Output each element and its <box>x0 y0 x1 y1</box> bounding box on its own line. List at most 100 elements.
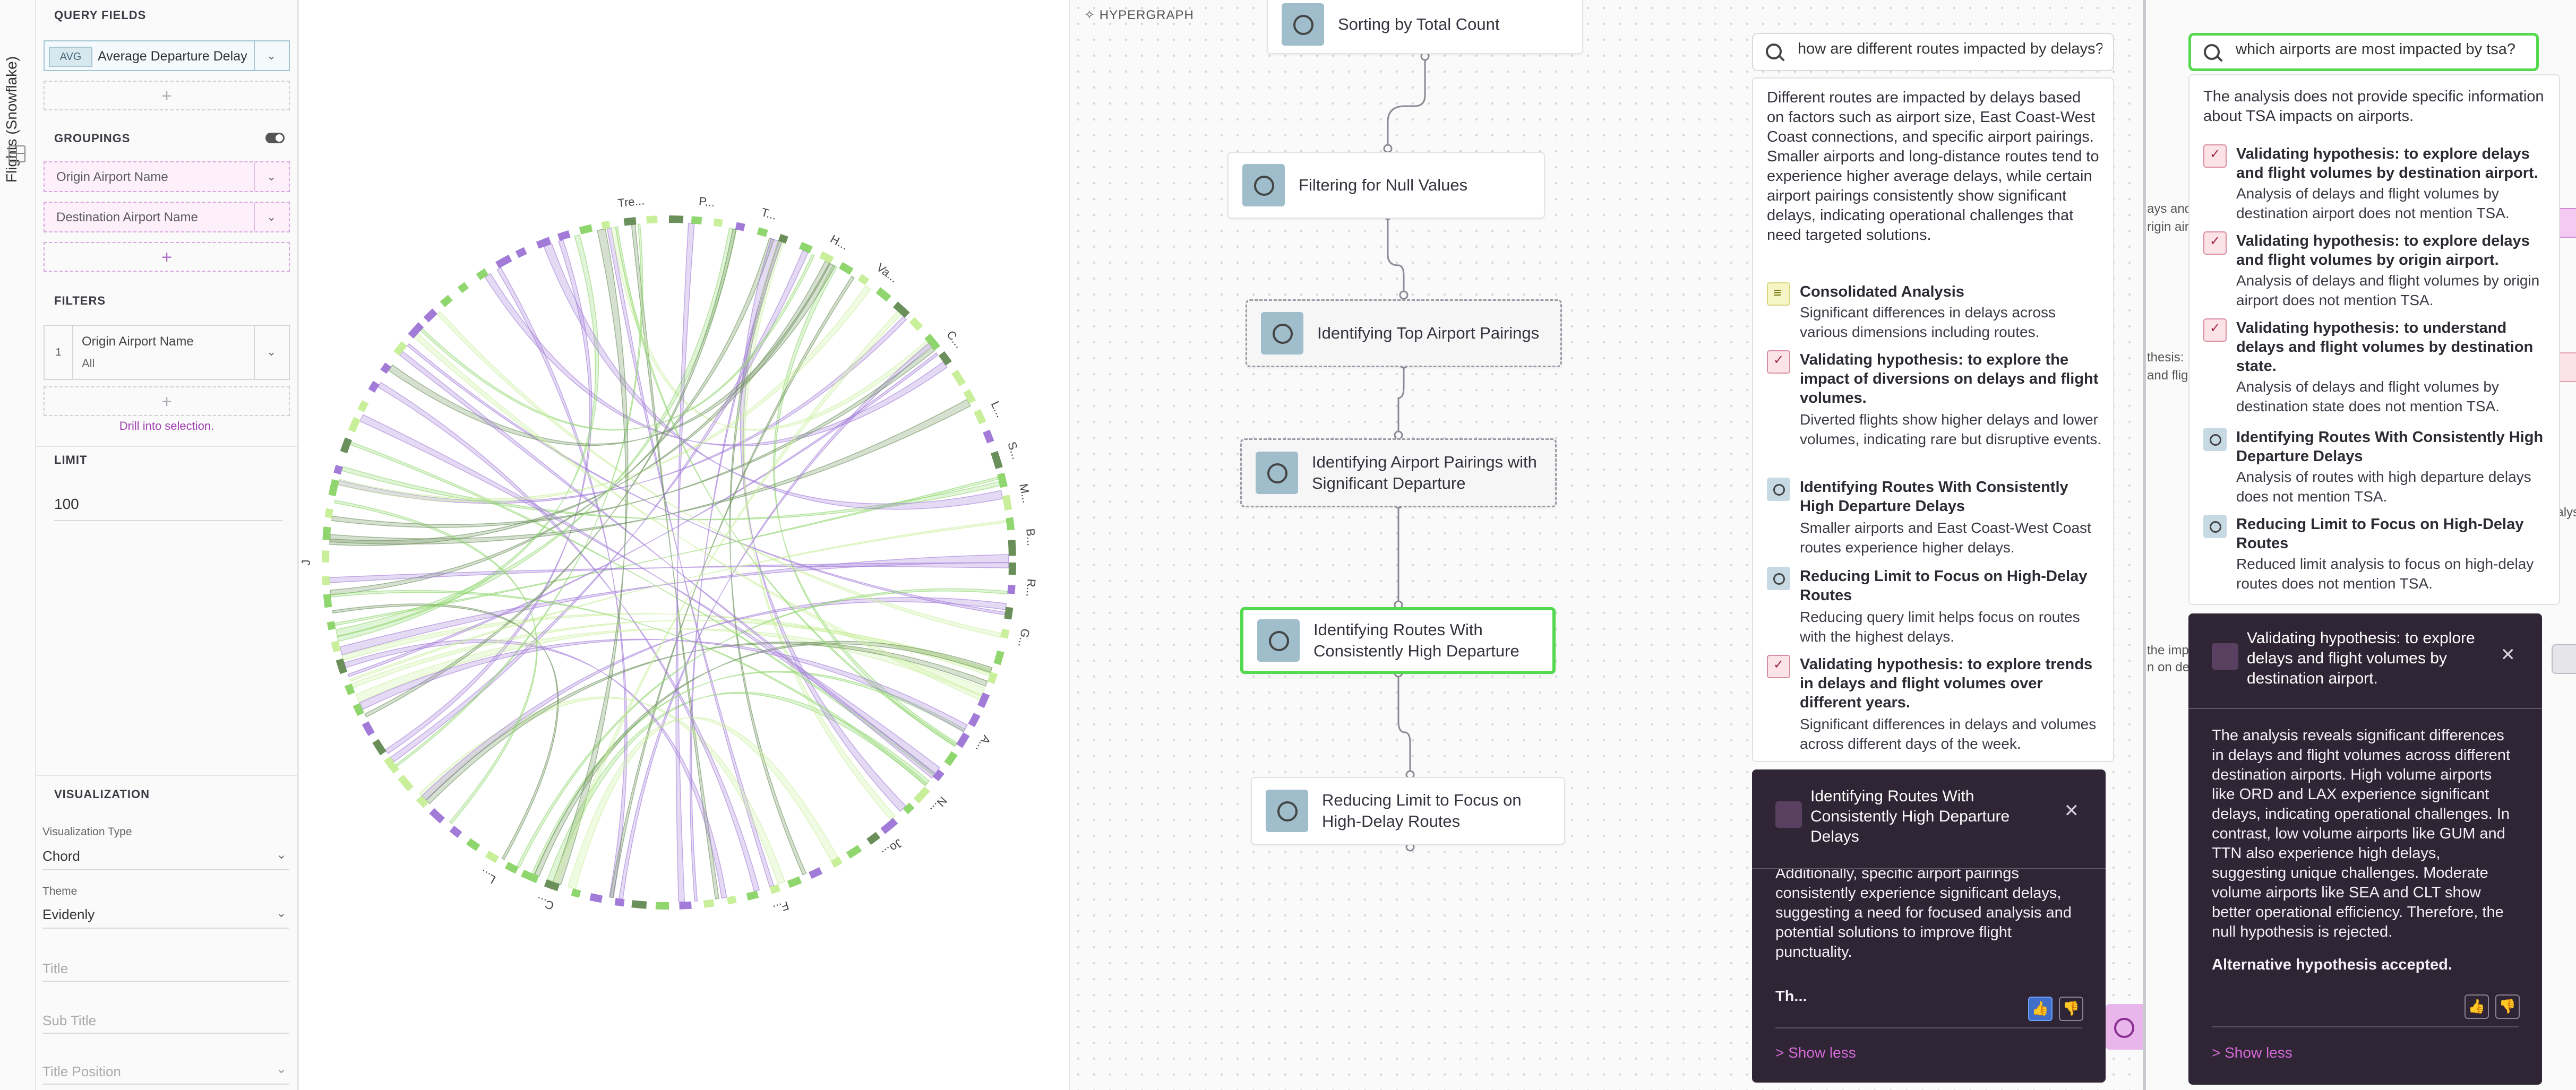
chord-arc[interactable] <box>322 526 331 541</box>
chord-ribbon[interactable] <box>689 240 783 902</box>
chord-arc[interactable] <box>398 774 414 792</box>
visualization-type-select[interactable]: Chord ⌄ <box>42 844 289 870</box>
thumbs-down-icon[interactable]: 👎 <box>2495 994 2520 1019</box>
query-field-chip[interactable]: AVG Average Departure Delay ⌄ <box>44 40 290 71</box>
chord-arc[interactable] <box>691 216 702 224</box>
chord-arc[interactable] <box>787 876 802 888</box>
chord-arc[interactable] <box>746 890 759 901</box>
chord-arc[interactable] <box>968 713 981 728</box>
chord-arc[interactable] <box>348 417 361 433</box>
chord-arc[interactable] <box>440 295 453 307</box>
chord-ribbon[interactable] <box>531 671 966 875</box>
grouping-chip-origin[interactable]: Origin Airport Name ⌄ <box>44 161 290 192</box>
chord-arc[interactable] <box>429 808 445 824</box>
chord-arc[interactable] <box>977 692 990 708</box>
tsa-query-text[interactable]: which airports are most impacted by tsa? <box>2236 41 2516 58</box>
chord-arc[interactable] <box>1006 517 1015 531</box>
chord-arc[interactable] <box>846 845 862 859</box>
chord-arc[interactable] <box>372 739 387 756</box>
chord-ribbon[interactable] <box>615 226 957 747</box>
chord-arc[interactable] <box>476 268 488 280</box>
popover-scroll[interactable]: Additionally, specific airport pairings … <box>1752 869 2106 1001</box>
chord-arc[interactable] <box>571 888 581 898</box>
chord-arc[interactable] <box>798 241 813 254</box>
grouping-dropdown[interactable]: ⌄ <box>254 203 289 231</box>
chord-arc[interactable] <box>322 576 330 585</box>
chord-ribbon[interactable] <box>742 240 896 821</box>
chord-ribbon[interactable] <box>364 228 737 718</box>
chord-ribbon[interactable] <box>347 352 939 678</box>
chord-arc[interactable] <box>1004 607 1014 620</box>
chord-ribbon[interactable] <box>414 333 983 700</box>
chord-arc[interactable] <box>839 262 854 275</box>
chord-arc[interactable] <box>757 227 768 237</box>
chord-arc[interactable] <box>983 429 994 444</box>
chord-arc[interactable] <box>336 658 347 674</box>
chord-arc[interactable] <box>353 703 365 716</box>
thumbs-down-icon[interactable]: 👎 <box>2059 997 2083 1021</box>
chord-arc[interactable] <box>380 362 391 374</box>
filter-dropdown[interactable]: ⌄ <box>254 326 289 379</box>
chord-arc[interactable] <box>1000 628 1010 639</box>
grouping-chip-destination[interactable]: Destination Airport Name ⌄ <box>44 202 290 232</box>
chord-ribbon[interactable] <box>420 254 815 431</box>
chord-arc[interactable] <box>408 322 424 339</box>
chord-arc[interactable] <box>322 550 330 563</box>
chord-ribbon[interactable] <box>337 285 871 503</box>
node-routes-high-departure[interactable]: Identifying Routes With Consistently Hig… <box>1240 607 1556 674</box>
chord-arc[interactable] <box>393 341 408 356</box>
chord-ribbon[interactable] <box>484 273 948 447</box>
close-icon[interactable]: ✕ <box>2500 645 2516 665</box>
chord-ribbon[interactable] <box>341 466 1001 521</box>
chord-arc[interactable] <box>778 233 788 244</box>
chord-arc[interactable] <box>1002 495 1012 511</box>
theme-select[interactable]: Evidenly ⌄ <box>42 902 289 929</box>
chord-arc[interactable] <box>993 650 1004 665</box>
chord-arc[interactable] <box>1008 563 1016 575</box>
chord-ribbon[interactable] <box>436 310 1002 638</box>
chord-arc[interactable] <box>614 898 625 907</box>
chord-arc[interactable] <box>997 472 1008 488</box>
chord-arc[interactable] <box>536 237 552 249</box>
split-divider[interactable] <box>2143 0 2146 1090</box>
chord-arc[interactable] <box>383 756 400 774</box>
tsa-query-bar[interactable]: which airports are most impacted by tsa? <box>2188 33 2539 71</box>
chord-arc[interactable] <box>735 222 745 231</box>
chord-ribbon[interactable] <box>388 262 836 446</box>
chord-arc[interactable] <box>932 769 944 782</box>
chord-ribbon[interactable] <box>553 310 902 884</box>
node-reducing-limit[interactable]: Reducing Limit to Focus on High-Delay Ro… <box>1251 777 1565 845</box>
add-query-field-button[interactable]: + <box>44 81 290 110</box>
chord-arc[interactable] <box>924 333 941 351</box>
chord-arc[interactable] <box>669 215 684 223</box>
thumbs-up-icon[interactable]: 👍 <box>2465 994 2489 1019</box>
chord-arc[interactable] <box>956 732 970 748</box>
chord-arc[interactable] <box>344 683 355 696</box>
chord-arc[interactable] <box>1008 540 1016 556</box>
chord-arc[interactable] <box>713 218 723 227</box>
chord-arc[interactable] <box>515 247 527 258</box>
chord-arc[interactable] <box>601 220 611 230</box>
chord-arc[interactable] <box>819 251 834 264</box>
chord-arc[interactable] <box>830 857 843 868</box>
chord-arc[interactable] <box>892 301 910 318</box>
node-sorting-by-total-count[interactable]: Sorting by Total Count <box>1267 0 1583 54</box>
chord-arc[interactable] <box>875 287 891 302</box>
chord-arc[interactable] <box>362 721 375 736</box>
chord-arc[interactable] <box>987 671 998 684</box>
chord-arc[interactable] <box>495 254 512 269</box>
add-grouping-button[interactable]: + <box>44 242 290 272</box>
chord-arc[interactable] <box>909 317 923 331</box>
chord-arc[interactable] <box>416 795 429 808</box>
chord-arc[interactable] <box>809 867 823 879</box>
data-source-tab[interactable]: Flights (Snowflake) <box>3 56 20 183</box>
chord-arc[interactable] <box>913 786 930 804</box>
chord-arc[interactable] <box>857 274 870 286</box>
chord-arc[interactable] <box>449 825 462 838</box>
chord-arc[interactable] <box>521 869 539 884</box>
chord-arc[interactable] <box>368 380 380 393</box>
table-grid-icon[interactable] <box>8 145 25 162</box>
collapsed-panel-tab[interactable] <box>2106 1004 2144 1050</box>
chord-arc[interactable] <box>557 230 571 241</box>
chord-arc[interactable] <box>679 901 692 910</box>
